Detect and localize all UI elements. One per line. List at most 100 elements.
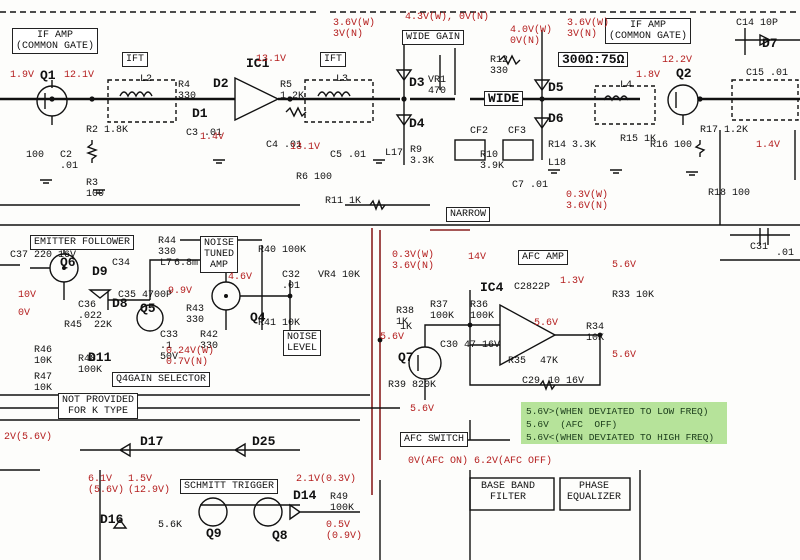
voltage-4-3: 4.3V(W), 0V(N)	[405, 12, 490, 23]
voltage-4-6: 4.6V	[228, 272, 253, 283]
phase-equalizer-label: PHASE EQUALIZER	[567, 481, 622, 503]
ift-2-label: IFT	[320, 52, 347, 67]
afc-amp-label: AFC AMP	[518, 250, 569, 265]
voltage-9-9: 9.9V	[168, 286, 193, 297]
q5-label: Q5	[140, 301, 156, 316]
l7-label: L7	[160, 258, 173, 269]
q7-label: Q7	[398, 350, 414, 365]
r38-label: R38 1K	[396, 306, 415, 328]
voltage-0: 0V	[18, 308, 31, 319]
c32-label: C32 .01	[282, 270, 301, 292]
r44-label: R44 330	[158, 236, 177, 258]
q4-gain-selector-label: Q4GAIN SELECTOR	[112, 372, 211, 387]
if-amp-left-label: IF AMP (COMMON GATE)	[12, 28, 99, 54]
voltage-3-6-wn-top: 3.6V(W) 3V(N)	[333, 18, 376, 40]
voltage-10: 10V	[18, 290, 37, 301]
r37-label: R37 100K	[430, 300, 455, 322]
c31-label: C31	[750, 242, 769, 253]
r46-label: R46 10K	[34, 345, 53, 367]
voltage-13-1-ic1: 13.1V	[256, 54, 287, 65]
r12-label: R12 330	[490, 55, 509, 77]
voltage-1-5: 1.5V (12.9V)	[128, 474, 171, 496]
l7-value: 6.8m	[174, 258, 199, 269]
c36-label: C36 .022	[78, 300, 103, 322]
r49-label: R49 100K	[330, 492, 355, 514]
voltage-5-6-ic4: 5.6V	[534, 318, 559, 329]
c5-label: C5 .01	[330, 150, 367, 161]
voltage-1-3: 1.3V	[560, 276, 585, 287]
voltage-13-1-r6: 13.1V	[290, 142, 321, 153]
r17-label: R17 1.2K	[700, 125, 749, 136]
voltage-1-4-d1: 1.4V	[200, 132, 225, 143]
voltage-2-1: 2.1V(0.3V)	[296, 474, 357, 485]
d6-label: D6	[548, 111, 564, 126]
r41-label: R41 10K	[258, 318, 301, 329]
r3-label: R3 100	[86, 178, 105, 200]
schmitt-trigger-label: SCHMITT TRIGGER	[180, 479, 279, 494]
r-100-label: 100	[26, 150, 45, 161]
not-provided-label: NOT PROVIDED FOR K TYPE	[58, 393, 139, 419]
l4-label: L4	[620, 80, 633, 91]
impedance-label: 300Ω:75Ω	[558, 52, 629, 67]
r4-label: R4 330	[178, 80, 197, 102]
r15-label: R15 1K	[620, 134, 657, 145]
afc-note-line-2: 5.6V (AFC OFF)	[526, 419, 618, 430]
r39-label: R39 820K	[388, 380, 437, 391]
q2-label: Q2	[676, 66, 692, 81]
d8-label: D8	[112, 296, 128, 311]
r11-label: R11 1K	[325, 196, 362, 207]
r40-label: R40 100K	[258, 245, 307, 256]
r45-label: R45 22K	[64, 320, 113, 331]
d9-label: D9	[92, 264, 108, 279]
emitter-follower-label: EMITTER FOLLOWER	[30, 235, 135, 250]
d17-label: D17	[140, 434, 164, 449]
d16-label: D16	[100, 512, 124, 527]
vr4-label: VR4 10K	[318, 270, 361, 281]
q1-label: Q1	[40, 68, 56, 83]
voltage-0-3-3-6-lower: 0.3V(W) 3.6V(N)	[392, 250, 435, 272]
c31-value: .01	[776, 248, 795, 259]
r35-value: 47K	[540, 356, 559, 367]
r5-label: R5 1.2K	[280, 80, 305, 102]
l18-label: L18	[548, 158, 567, 169]
r10-label: R10 3.9K	[480, 150, 505, 172]
d11-label: D11	[88, 350, 112, 365]
voltage-1-8: 1.8V	[636, 70, 661, 81]
c35-label: C35 4700P	[118, 290, 173, 301]
r42-label: R42 330	[200, 330, 219, 352]
q9-label: Q9	[206, 526, 222, 541]
c2-label: C2 .01	[60, 150, 79, 172]
l3-label: L3	[336, 74, 349, 85]
base-band-filter-label: BASE BAND FILTER	[481, 481, 536, 503]
afc-switch-label: AFC SWITCH	[400, 432, 469, 447]
c14-label: C14 10P	[736, 18, 779, 29]
voltage-2-5-6: 2V(5.6V)	[4, 432, 53, 443]
r47-label: R47 10K	[34, 372, 53, 394]
c4-label: C4 .01	[266, 140, 303, 151]
cf2-label: CF2	[470, 126, 489, 137]
vr1-label: VR1 470	[428, 75, 447, 97]
if-amp-right-label: IF AMP (COMMON GATE)	[605, 18, 692, 44]
voltage-5-6-in: 5.6V	[380, 332, 405, 343]
voltage-1-4-right: 1.4V	[756, 140, 781, 151]
c15-label: C15 .01	[746, 68, 789, 79]
q4-label: Q4	[250, 310, 266, 325]
l17-label: L17	[385, 148, 404, 159]
voltage-12-1: 12.1V	[64, 70, 95, 81]
ic1-label: IC1	[246, 56, 270, 71]
r2-label: R2 1.8K	[86, 125, 129, 136]
c28-label: C28	[514, 282, 533, 293]
d25-label: D25	[252, 434, 276, 449]
voltage-1-9: 1.9V	[10, 70, 35, 81]
d3-label: D3	[409, 75, 425, 90]
noise-level-label: NOISE LEVEL	[283, 330, 322, 356]
r9-label: R9 3.3K	[410, 145, 435, 167]
r-5-6k-label: 5.6K	[158, 520, 183, 531]
voltage-4-0: 4.0V(W) 0V(N)	[510, 25, 553, 47]
r18-label: R18 100	[708, 188, 751, 199]
afc-note-line-3: 5.6V<(WHEN DEVIATED TO HIGH FREQ)	[526, 432, 715, 443]
wide-gain-label: WIDE GAIN	[402, 30, 465, 45]
c29-value: 10 16V	[548, 376, 585, 387]
wide-label: WIDE	[484, 91, 524, 106]
d5-label: D5	[548, 80, 564, 95]
